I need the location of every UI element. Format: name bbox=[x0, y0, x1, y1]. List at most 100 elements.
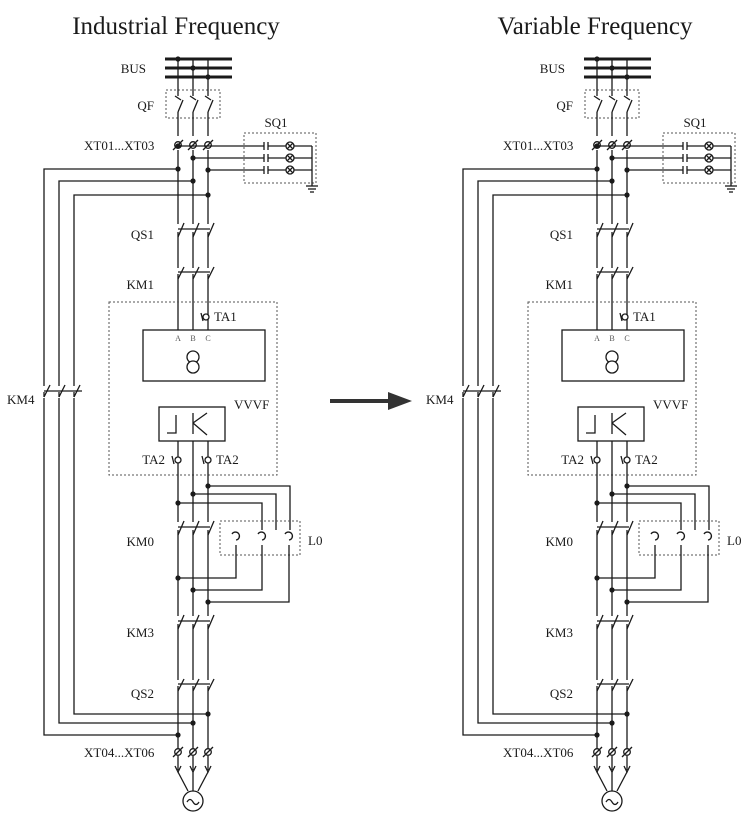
motor-lead bbox=[177, 771, 189, 792]
breaker-blade bbox=[596, 99, 603, 113]
contact-blade bbox=[207, 266, 215, 280]
label-qs1: QS1 bbox=[550, 227, 573, 242]
km4-bypass-wire bbox=[43, 168, 178, 736]
breaker-mark bbox=[204, 95, 212, 101]
l0-reactor-box bbox=[219, 520, 301, 556]
label-phase-c: C bbox=[205, 334, 210, 343]
label-km0: KM0 bbox=[546, 534, 573, 549]
label-phase-c: C bbox=[624, 334, 629, 343]
junction-dot bbox=[624, 483, 630, 489]
terminal-slash bbox=[187, 746, 199, 758]
diagram-title: Industrial Frequency bbox=[72, 13, 280, 40]
lamp-x bbox=[286, 166, 294, 174]
label-sq1: SQ1 bbox=[264, 115, 287, 130]
contact-blade bbox=[611, 614, 619, 630]
inductor-icon bbox=[650, 531, 660, 541]
contact-blade bbox=[611, 266, 619, 280]
transformer-block bbox=[561, 329, 685, 382]
l0-reactor-box bbox=[638, 520, 720, 556]
junction-dot bbox=[205, 483, 211, 489]
contact-blade bbox=[207, 678, 215, 692]
label-km0: KM0 bbox=[127, 534, 154, 549]
inverter-block bbox=[577, 406, 645, 442]
inductor-icon bbox=[284, 531, 294, 541]
contact-blade bbox=[626, 222, 634, 238]
label-phase-b: B bbox=[609, 334, 614, 343]
transformer-icon bbox=[186, 360, 200, 374]
transformer-icon bbox=[605, 360, 619, 374]
junction-dot bbox=[609, 491, 615, 497]
contact-blade bbox=[611, 222, 619, 238]
breaker-mark bbox=[593, 95, 601, 101]
terminal-slash bbox=[172, 746, 184, 758]
reactor-wire bbox=[627, 545, 709, 603]
junction-dot bbox=[175, 143, 181, 149]
label-qf: QF bbox=[556, 98, 573, 113]
label-bus: BUS bbox=[121, 61, 146, 76]
junction-dot bbox=[594, 143, 600, 149]
reactor-wire bbox=[178, 545, 237, 579]
label-xt-bottom: XT04...XT06 bbox=[503, 745, 574, 760]
breaker-mark bbox=[174, 95, 182, 101]
label-xt-bottom: XT04...XT06 bbox=[84, 745, 155, 760]
lamp-x bbox=[286, 154, 294, 162]
label-qs2: QS2 bbox=[131, 686, 154, 701]
label-phase-a: A bbox=[594, 334, 600, 343]
label-km1: KM1 bbox=[546, 277, 573, 292]
label-ta1: TA1 bbox=[633, 309, 656, 324]
inverter-icon bbox=[586, 415, 596, 434]
motor-lead bbox=[596, 771, 608, 792]
breaker-blade bbox=[626, 99, 633, 113]
ta2-mark bbox=[620, 455, 624, 465]
motor-lead bbox=[197, 771, 209, 792]
reactor-wire bbox=[208, 545, 290, 603]
motor-tilde bbox=[186, 798, 200, 806]
junction-dot bbox=[175, 575, 181, 581]
label-vvvf: VVVF bbox=[653, 397, 688, 412]
terminal-slash bbox=[202, 746, 214, 758]
label-sq1: SQ1 bbox=[683, 115, 706, 130]
terminal-slash bbox=[187, 139, 199, 151]
reactor-wire bbox=[178, 502, 263, 530]
junction-dot bbox=[594, 575, 600, 581]
contact-blade bbox=[177, 266, 185, 280]
km4-bypass-wire bbox=[58, 180, 193, 724]
label-l0: L0 bbox=[727, 533, 741, 548]
contact-blade bbox=[192, 614, 200, 630]
label-km1: KM1 bbox=[127, 277, 154, 292]
label-bus: BUS bbox=[540, 61, 565, 76]
label-qf: QF bbox=[137, 98, 154, 113]
contact-blade bbox=[611, 520, 619, 536]
breaker-blade bbox=[611, 99, 618, 113]
label-ta2-right: TA2 bbox=[635, 452, 658, 467]
contact-blade bbox=[596, 678, 604, 692]
breaker-mark bbox=[189, 95, 197, 101]
ta1-coil-icon bbox=[621, 313, 629, 321]
reactor-wire bbox=[612, 493, 696, 530]
inductor-icon bbox=[676, 531, 686, 541]
label-phase-a: A bbox=[175, 334, 181, 343]
contact-blade bbox=[596, 266, 604, 280]
terminal-slash bbox=[202, 139, 214, 151]
junction-dot bbox=[190, 587, 196, 593]
inductor-icon bbox=[231, 531, 241, 541]
junction-dot bbox=[609, 587, 615, 593]
contact-blade bbox=[192, 266, 200, 280]
contact-blade bbox=[596, 614, 604, 630]
reactor-wire bbox=[597, 502, 682, 530]
label-km3: KM3 bbox=[546, 625, 573, 640]
contact-blade bbox=[626, 678, 634, 692]
transistor-icon bbox=[192, 412, 208, 436]
transistor-icon bbox=[611, 412, 627, 436]
ta2-mark bbox=[171, 455, 175, 465]
junction-dot bbox=[175, 500, 181, 506]
label-km3: KM3 bbox=[127, 625, 154, 640]
junction-dot bbox=[190, 491, 196, 497]
inductor-icon bbox=[703, 531, 713, 541]
sq1-box bbox=[243, 132, 317, 184]
junction-dot bbox=[205, 599, 211, 605]
lamp-x bbox=[705, 166, 713, 174]
label-vvvf: VVVF bbox=[234, 397, 269, 412]
contact-blade bbox=[192, 678, 200, 692]
reactor-wire bbox=[627, 485, 710, 530]
